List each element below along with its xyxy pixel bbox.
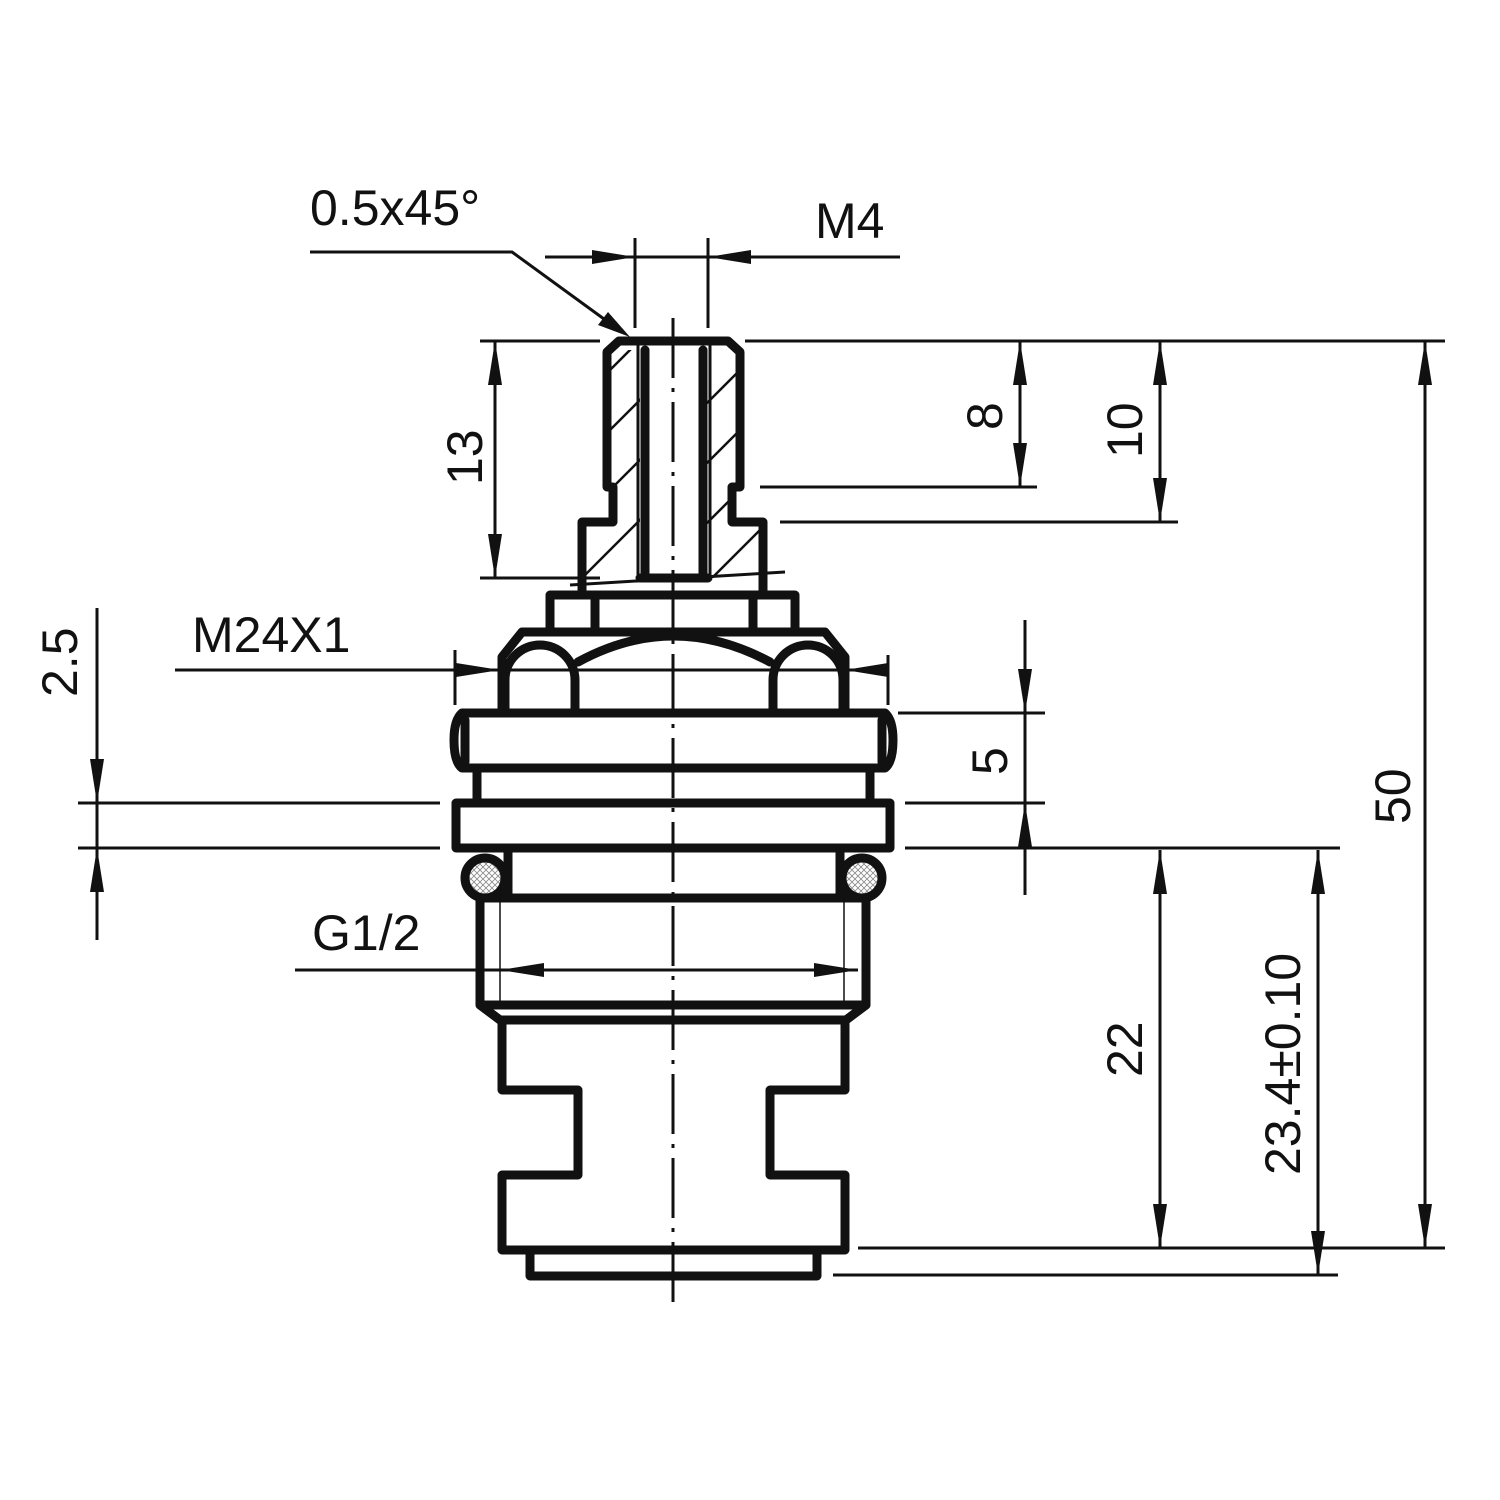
dim-23-4-label: 23.4±0.10: [1255, 953, 1311, 1175]
dim-50-label: 50: [1365, 768, 1421, 824]
dim-8-label: 8: [957, 402, 1013, 430]
chamfer-callout: 0.5x45°: [310, 180, 630, 337]
base-plate: [545, 590, 800, 635]
m24x1-label: M24X1: [192, 607, 350, 663]
dim-22: 22: [858, 850, 1445, 1250]
m4-label: M4: [815, 193, 884, 249]
dim-2-5-label: 2.5: [32, 627, 88, 697]
dim-5-label: 5: [962, 747, 1018, 775]
dim-50: 50: [1365, 341, 1432, 1248]
dim-10: 10: [780, 341, 1178, 524]
dim-5: 5: [898, 620, 1340, 895]
stem: [569, 336, 786, 598]
dim-22-label: 22: [1097, 1021, 1153, 1077]
chamfer-label: 0.5x45°: [310, 180, 480, 236]
dim-23-4: 23.4±0.10: [833, 850, 1338, 1277]
flange: [449, 708, 898, 853]
g12-label: G1/2: [312, 905, 420, 961]
dim-8: 8: [760, 341, 1037, 489]
hex-nut: [497, 627, 850, 717]
lower-body: [497, 1015, 850, 1281]
dim-13-label: 13: [437, 429, 493, 485]
dim-10-label: 10: [1097, 402, 1153, 458]
o-ring: [460, 843, 887, 903]
dim-2-5: 2.5: [32, 608, 440, 940]
dim-13: 13: [437, 339, 600, 580]
m4-dimension: M4: [545, 193, 900, 328]
m24x1-dimension: M24X1: [175, 607, 890, 705]
g12-dimension: G1/2: [295, 905, 858, 977]
